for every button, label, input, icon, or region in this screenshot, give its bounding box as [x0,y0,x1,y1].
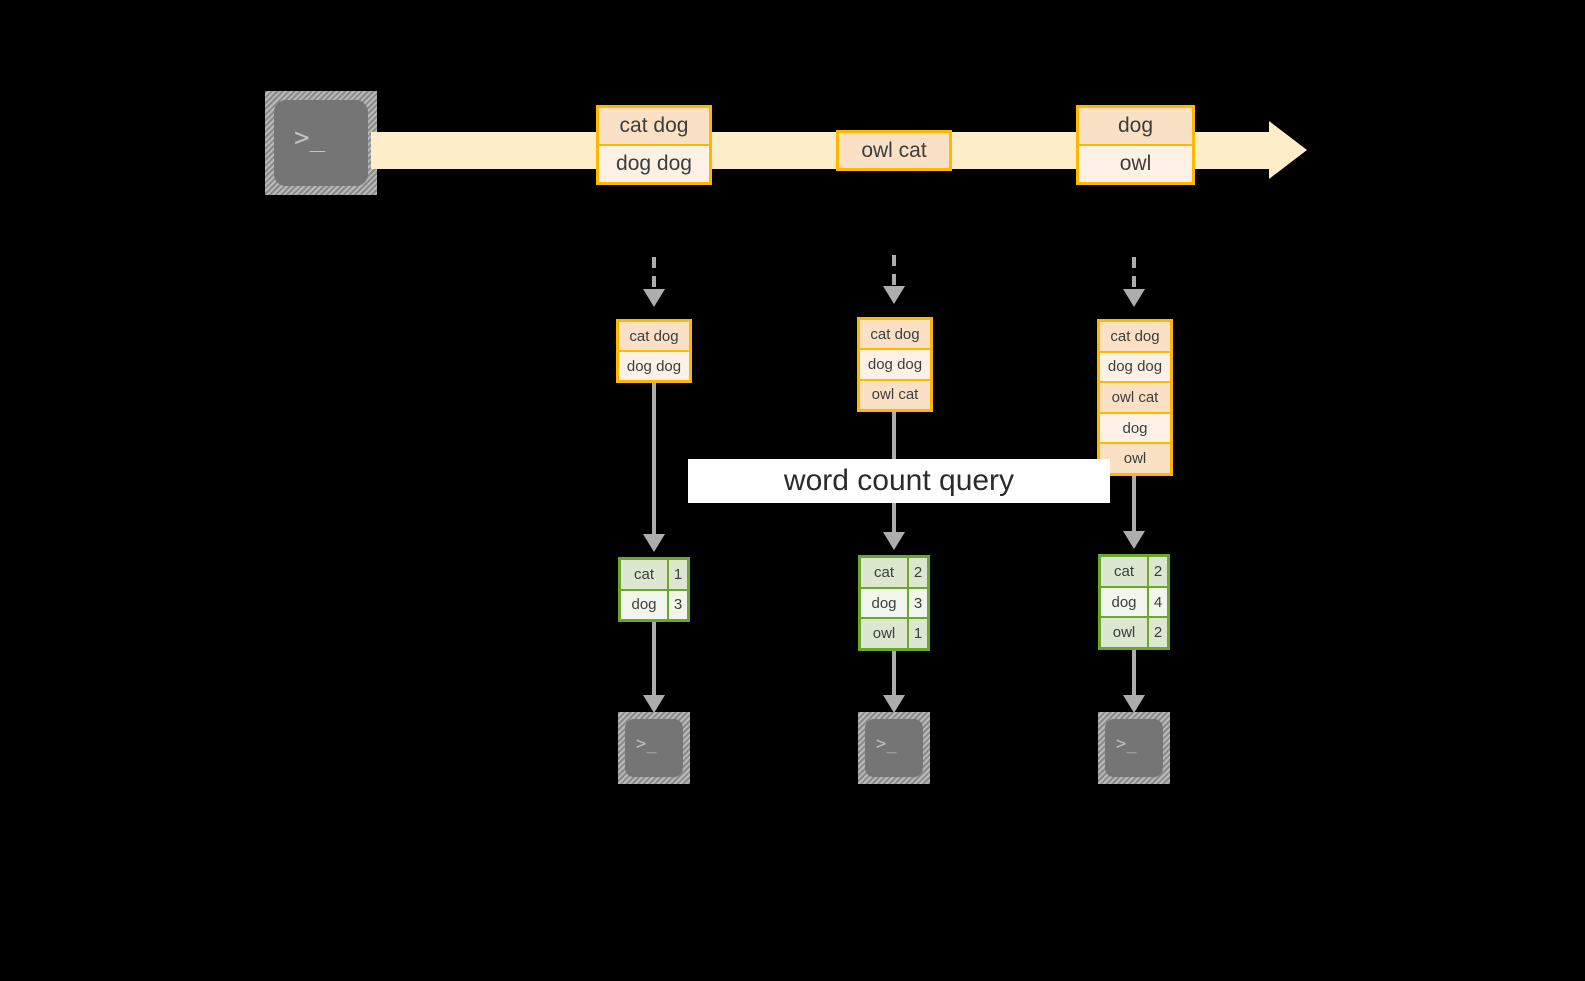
result-row: cat 2 [861,558,927,589]
snapshot-trigger-connector [1132,257,1136,289]
snapshot-line: dog dog [1100,352,1170,384]
snapshot-trigger-arrowhead [883,286,905,304]
snapshot-table[interactable]: cat dog dog dog [616,319,692,383]
terminal-prompt-glyph: >_ [636,734,657,754]
sink-terminal-icon: >_ [858,712,930,784]
snapshot-trigger-arrowhead [643,289,665,307]
result-row: dog 3 [861,588,927,620]
query-connector-arrowhead [643,534,665,552]
result-word: dog [861,588,909,618]
result-row: cat 1 [621,560,687,591]
result-table[interactable]: cat 2 dog 4 owl 2 [1098,554,1170,650]
snapshot-table[interactable]: cat dog dog dog owl cat [857,317,933,412]
terminal-prompt-glyph: >_ [876,734,897,754]
result-count: 2 [1153,624,1163,642]
terminal-prompt-glyph: >_ [1116,734,1137,754]
sink-connector [892,651,896,695]
snapshot-line: dog [1100,413,1170,445]
sink-terminal-icon: >_ [1098,712,1170,784]
record-line: dog dog [599,146,709,182]
terminal-body [1105,719,1163,777]
terminal-body [865,719,923,777]
query-label: word count query [688,459,1110,503]
result-row: dog 4 [1101,587,1167,619]
snapshot-trigger-connector [892,255,896,286]
query-label-text: word count query [783,464,1015,497]
query-connector-arrowhead [883,532,905,550]
result-row: cat 2 [1101,557,1167,588]
sink-connector-arrowhead [643,695,665,713]
result-word: cat [861,558,909,587]
result-word: cat [1101,557,1149,586]
query-connector [652,383,656,534]
result-word: dog [621,590,669,619]
result-row: owl 2 [1101,618,1167,648]
sink-connector-arrowhead [1123,695,1145,713]
stream-record[interactable]: owl cat [836,130,952,171]
stream-band-arrowhead [1269,121,1307,179]
result-row: dog 3 [621,590,687,619]
terminal-body [625,719,683,777]
result-count: 1 [673,565,683,583]
result-row: owl 1 [861,619,927,649]
record-line: owl [1079,146,1192,182]
result-count: 2 [1153,562,1163,580]
sink-connector [1132,650,1136,695]
stream-record[interactable]: cat dog dog dog [596,105,712,185]
snapshot-line: owl cat [860,380,930,409]
result-count: 3 [913,594,923,612]
record-line: owl cat [839,133,949,168]
sink-connector-arrowhead [883,695,905,713]
source-terminal-icon: >_ [265,91,377,195]
query-connector [1132,476,1136,531]
stream-record[interactable]: dog owl [1076,105,1195,185]
result-word: dog [1101,587,1149,617]
snapshot-trigger-arrowhead [1123,289,1145,307]
result-word: owl [861,619,909,649]
record-line: cat dog [599,108,709,146]
snapshot-line: cat dog [1100,322,1170,353]
result-word: owl [1101,618,1149,648]
result-table[interactable]: cat 1 dog 3 [618,557,690,622]
snapshot-trigger-connector [652,257,656,289]
snapshot-line: cat dog [860,320,930,351]
sink-terminal-icon: >_ [618,712,690,784]
snapshot-line: dog dog [619,352,689,380]
terminal-prompt-glyph: >_ [294,123,326,153]
snapshot-line: cat dog [619,322,689,352]
result-count: 1 [913,625,923,643]
result-count: 4 [1153,593,1163,611]
result-table[interactable]: cat 2 dog 3 owl 1 [858,555,930,651]
terminal-body [274,100,368,186]
result-word: cat [621,560,669,589]
result-count: 3 [673,596,683,614]
query-connector-arrowhead [1123,531,1145,549]
result-count: 2 [913,563,923,581]
snapshot-line: dog dog [860,350,930,381]
snapshot-line: owl cat [1100,383,1170,414]
snapshot-line: owl [1100,444,1170,473]
snapshot-table[interactable]: cat dog dog dog owl cat dog owl [1097,319,1173,476]
record-line: dog [1079,108,1192,146]
sink-connector [652,622,656,695]
